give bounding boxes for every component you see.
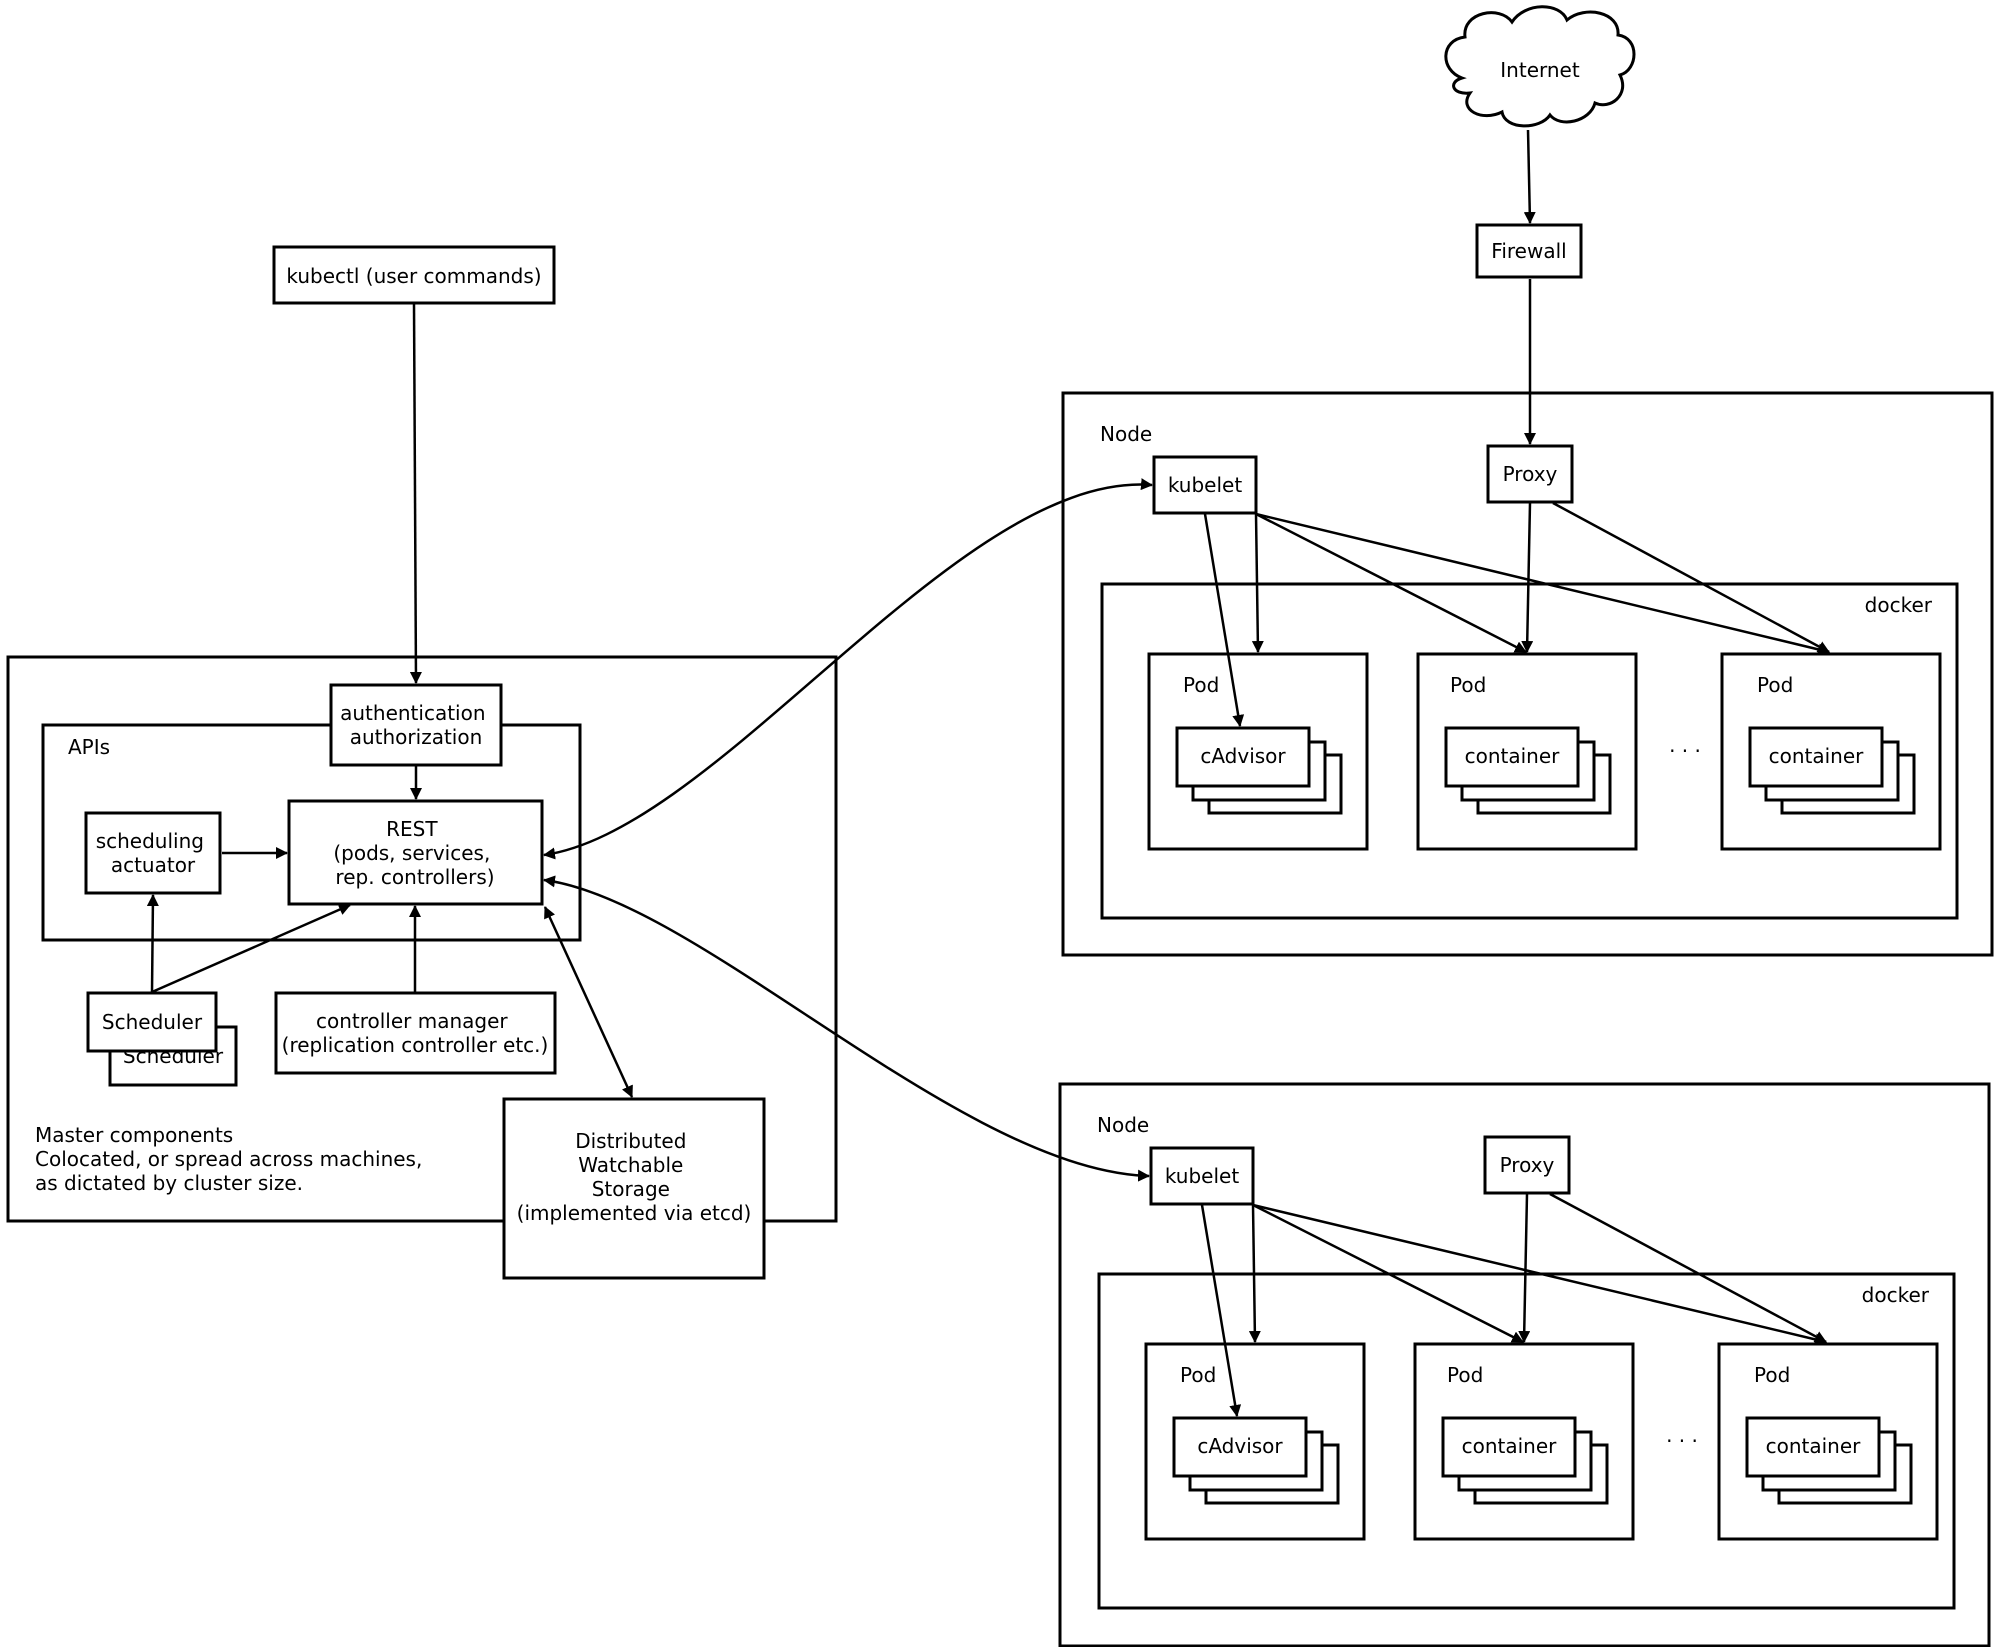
arrow-internet-firewall <box>1523 129 1536 224</box>
internet-label: Internet <box>1500 58 1580 82</box>
storage-line-2: Watchable <box>578 1153 683 1177</box>
node-2-kubelet-to-pod-3 <box>1252 1203 1827 1346</box>
node-2-pod-1-stack: cAdvisor <box>1172 1416 1340 1505</box>
storage-box: Distributed Watchable Storage (implement… <box>502 1097 766 1280</box>
scheduling-actuator-line-2: actuator <box>111 853 196 877</box>
node-2-kubelet-to-pod-1 <box>1248 1204 1261 1343</box>
controller-manager-line-2: (replication controller etc.) <box>282 1033 549 1057</box>
connectors <box>146 129 1830 1417</box>
node-2-pod-3-label: Pod <box>1754 1363 1790 1387</box>
node-1-pod-1-content: cAdvisor <box>1200 744 1286 768</box>
master-caption-line-2: Colocated, or spread across machines, <box>35 1147 422 1171</box>
node-1-kubelet-to-pod-1 <box>1251 513 1264 653</box>
node-1-pod-2: Pod container <box>1416 652 1638 851</box>
node-1-kubelet-label: kubelet <box>1168 473 1243 497</box>
node-2-pod-2-label: Pod <box>1447 1363 1483 1387</box>
scheduler-label: Scheduler <box>102 1010 203 1034</box>
node-1-pod-3-stack: container <box>1748 726 1916 815</box>
scheduler-box: Scheduler <box>86 991 218 1053</box>
rest-line-3: rep. controllers) <box>335 865 494 889</box>
arrow-rest-storage <box>543 906 634 1098</box>
node-1-pod-3-label: Pod <box>1757 673 1793 697</box>
node-2-kubelet-label: kubelet <box>1165 1164 1240 1188</box>
node-2-pod-2: Pod container <box>1413 1342 1635 1541</box>
node-2-kubelet-box: kubelet <box>1149 1146 1255 1206</box>
scheduling-actuator-box: scheduling actuator <box>84 811 222 895</box>
node-2-docker-label: docker <box>1862 1283 1930 1307</box>
node-2-pod-3-content: container <box>1766 1434 1862 1458</box>
node-2-proxy-box: Proxy <box>1483 1135 1571 1195</box>
node-1: Node kubelet Proxy docker Pod cAdvisor P… <box>1061 391 1994 957</box>
node-2-pod-3-stack: container <box>1745 1416 1913 1505</box>
node-1-kubelet-box: kubelet <box>1152 455 1258 515</box>
arrow-rest-node-2-kubelet <box>543 875 1150 1182</box>
auth-line-1: authentication <box>340 701 485 725</box>
node-2-pod-2-stack: container <box>1441 1416 1609 1505</box>
auth-box: authentication authorization <box>329 683 503 767</box>
node-1-kubelet-to-pod-3 <box>1255 512 1830 656</box>
controller-manager-line-1: controller manager <box>316 1009 508 1033</box>
node-1-pod-3-content: container <box>1769 744 1865 768</box>
node-2-proxy-to-pod-3 <box>1549 1192 1827 1344</box>
rest-line-1: REST <box>386 817 438 841</box>
storage-line-3: Storage <box>592 1177 670 1201</box>
node-1-proxy-to-pod-2 <box>1521 502 1534 653</box>
svg-text:scheduling actuator: scheduling actuator <box>96 829 211 877</box>
node-1-proxy-box: Proxy <box>1486 444 1574 504</box>
node-2-pod-2-content: container <box>1462 1434 1558 1458</box>
node-1-label: Node <box>1100 422 1152 446</box>
arrow-kubectl-auth <box>409 303 422 684</box>
apis-label: APIs <box>68 735 110 759</box>
node-1-kubelet-to-pod-2 <box>1255 512 1527 654</box>
node-1-proxy-to-pod-3 <box>1552 501 1830 654</box>
node-1-pod-3: Pod container <box>1720 652 1942 851</box>
node-1-docker-label: docker <box>1865 593 1933 617</box>
node-2-pod-3: Pod container <box>1717 1342 1939 1541</box>
arrow-scheduler-actuator <box>146 894 159 993</box>
node-2-kubelet-to-pod-2 <box>1252 1203 1524 1344</box>
kubectl-box: kubectl (user commands) <box>272 245 556 305</box>
node-1-pod-1: Pod cAdvisor <box>1147 652 1369 851</box>
node-1-pod-2-stack: container <box>1444 726 1612 815</box>
node-1-pod-2-label: Pod <box>1450 673 1486 697</box>
master-components: APIs authentication authorization schedu… <box>6 655 838 1280</box>
storage-line-5: (implemented via etcd) <box>517 1201 752 1225</box>
auth-line-2: authorization <box>350 725 483 749</box>
node-1-pod-1-label: Pod <box>1183 673 1219 697</box>
rest-box: REST (pods, services, rep. controllers) <box>287 799 544 906</box>
node-2-pod-1-label: Pod <box>1180 1363 1216 1387</box>
node-1-proxy-label: Proxy <box>1503 462 1558 486</box>
storage-line-1: Distributed <box>575 1129 686 1153</box>
node-2-kubelet-to-cadvisor <box>1200 1204 1242 1417</box>
master-caption-line-1: Master components <box>35 1123 233 1147</box>
node-1-pod-2-content: container <box>1465 744 1561 768</box>
controller-manager-box: controller manager (replication controll… <box>274 991 557 1075</box>
arrow-scheduler-rest <box>151 903 351 994</box>
node-2-ellipsis: · · · <box>1666 1429 1698 1453</box>
node-2-pod-1: Pod cAdvisor <box>1144 1342 1366 1541</box>
scheduling-actuator-line-1: scheduling <box>96 829 204 853</box>
node-2: Node kubelet Proxy docker Pod cAdvisor P… <box>1058 1082 1991 1647</box>
firewall-label: Firewall <box>1491 239 1566 263</box>
node-2-label: Node <box>1097 1113 1149 1137</box>
internet-cloud: Internet <box>1444 5 1636 128</box>
rest-line-2: (pods, services, <box>333 841 490 865</box>
firewall-box: Firewall <box>1475 223 1583 279</box>
node-2-pod-1-content: cAdvisor <box>1197 1434 1283 1458</box>
svg-text:authentication authori: authentication authorization <box>340 701 492 749</box>
node-1-kubelet-to-cadvisor <box>1203 513 1245 727</box>
node-2-proxy-to-pod-2 <box>1518 1193 1531 1343</box>
svg-text:REST (pods, services,: REST (pods, services, rep. controllers) <box>333 817 496 889</box>
master-caption: Master components Colocated, or spread a… <box>35 1123 429 1195</box>
master-caption-line-3: as dictated by cluster size. <box>35 1171 303 1195</box>
svg-text:controller manager (re: controller manager (replication controll… <box>282 1009 549 1057</box>
node-1-ellipsis: · · · <box>1669 739 1701 763</box>
kubectl-label: kubectl (user commands) <box>286 264 541 288</box>
arrow-rest-node-1-kubelet <box>543 478 1153 860</box>
node-1-pod-1-stack: cAdvisor <box>1175 726 1343 815</box>
node-2-frame <box>1058 1082 1991 1647</box>
node-2-proxy-label: Proxy <box>1500 1153 1555 1177</box>
